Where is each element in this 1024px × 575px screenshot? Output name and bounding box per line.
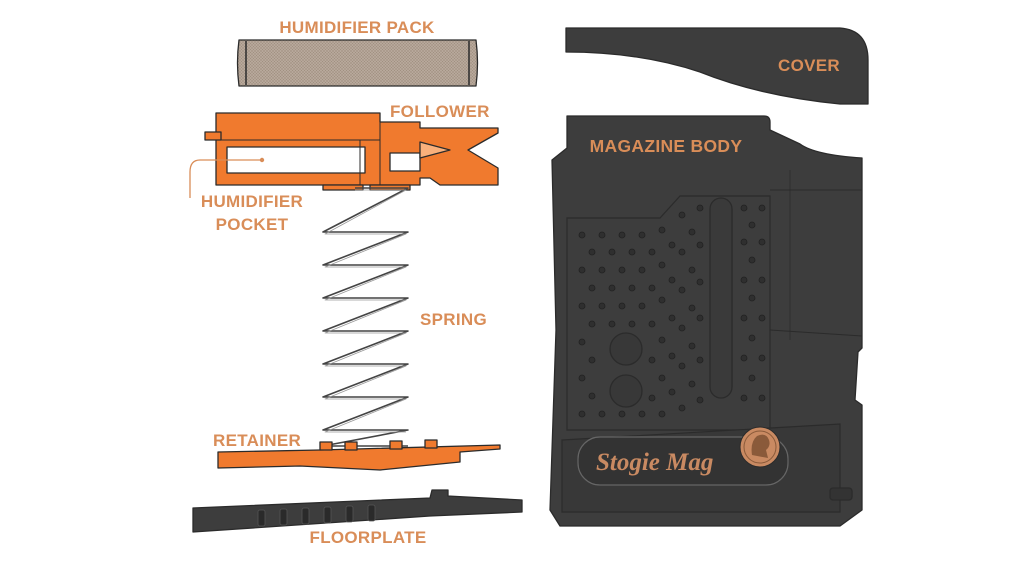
retainer: [217, 439, 501, 471]
cover: [565, 27, 869, 105]
magazine-body: [549, 115, 863, 527]
spring: [322, 187, 409, 447]
logo-text: Stogie Mag: [596, 449, 713, 476]
label-retainer: RETAINER: [213, 431, 301, 450]
label-cover: COVER: [778, 56, 840, 75]
humidifier-pack: [236, 39, 479, 87]
floorplate: [192, 489, 523, 533]
follower: [204, 112, 499, 191]
label-humidifier-pocket-1: HUMIDIFIER: [201, 192, 303, 211]
label-spring: SPRING: [420, 310, 487, 329]
label-follower: FOLLOWER: [390, 102, 490, 121]
label-humidifier-pocket-2: POCKET: [216, 215, 289, 234]
pocket-leader-line: [189, 159, 262, 198]
logo-portrait-icon: [751, 434, 770, 458]
stogie-mag-logo: Stogie Mag: [577, 426, 789, 486]
label-humidifier-pack: HUMIDIFIER PACK: [279, 18, 435, 37]
label-floorplate: FLOORPLATE: [310, 528, 427, 547]
label-magazine-body: MAGAZINE BODY: [590, 136, 743, 156]
